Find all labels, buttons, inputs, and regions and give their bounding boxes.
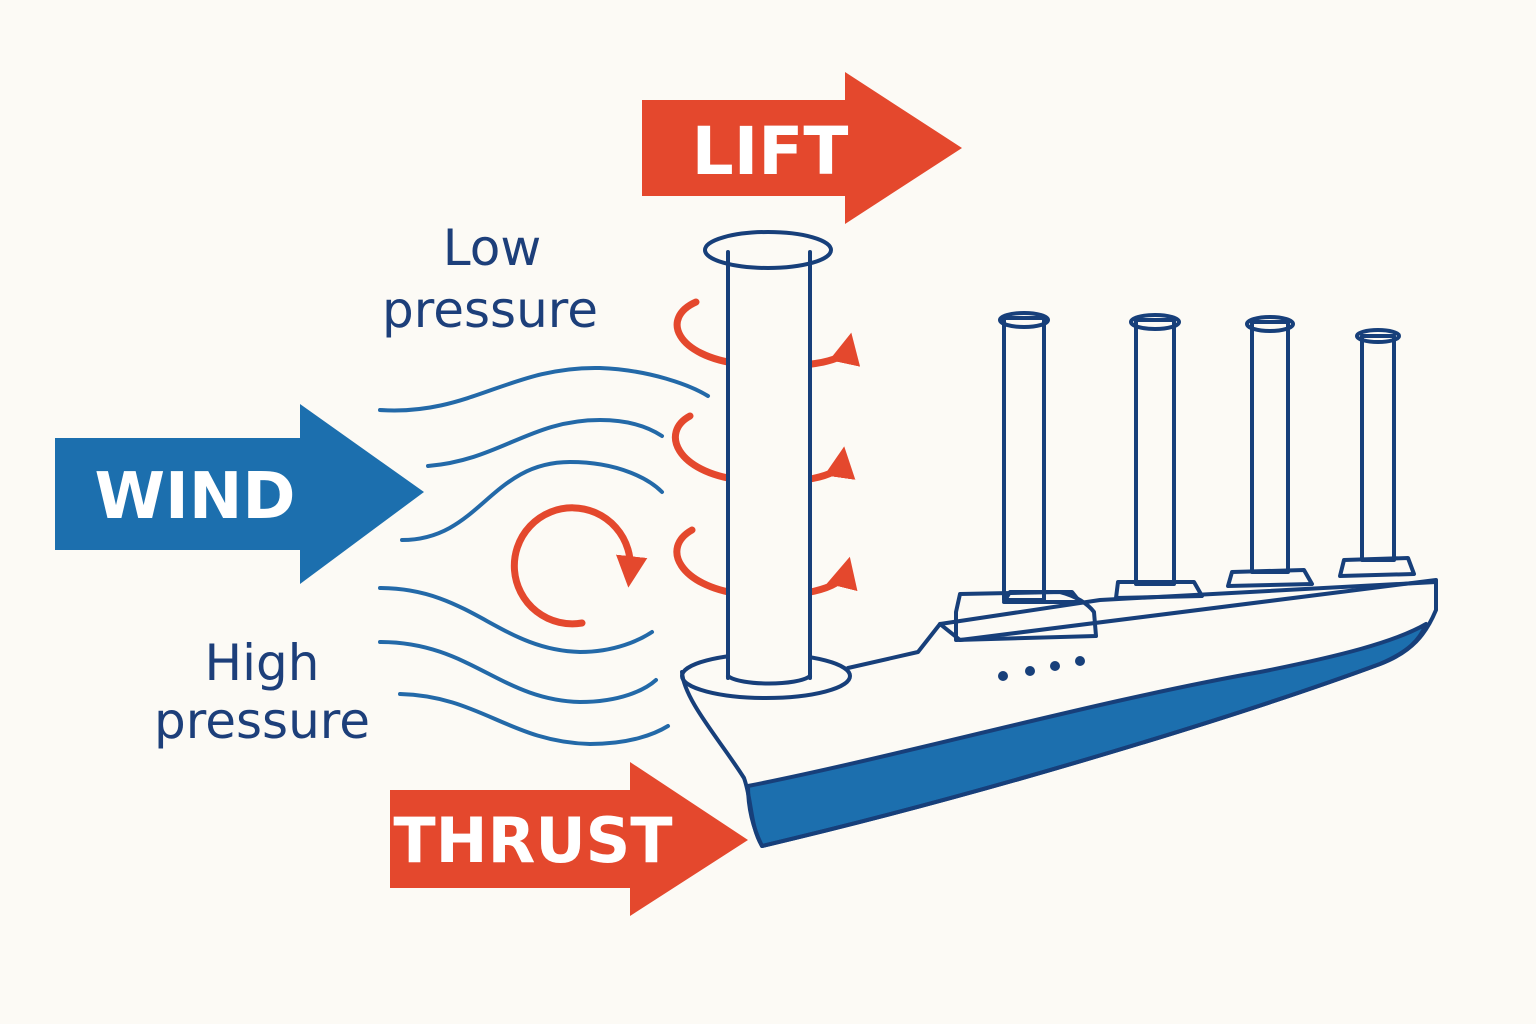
lift-label: LIFT (692, 113, 849, 190)
porthole (998, 671, 1008, 681)
airflow-lines (378, 365, 710, 747)
rotor-sail-small-1 (998, 311, 1082, 604)
hull-bottom (746, 622, 1428, 848)
wind-arrow: WIND (55, 404, 424, 584)
porthole (1075, 656, 1085, 666)
thrust-arrow: THRUST (390, 762, 748, 916)
streamline (378, 640, 658, 705)
main-rotor-cylinder (680, 230, 852, 700)
low-pressure-line1: Low (443, 219, 541, 277)
high-pressure-line1: High (205, 634, 320, 692)
porthole (1025, 666, 1035, 676)
rotor-sail-small-2 (1114, 313, 1204, 600)
deck-line (938, 580, 1438, 626)
low-pressure-label: Low pressure (382, 219, 598, 339)
streamline (400, 459, 664, 542)
streamline (426, 417, 664, 468)
thrust-label: THRUST (393, 804, 672, 877)
hull-outline (680, 578, 1438, 848)
low-pressure-line2: pressure (382, 281, 598, 339)
porthole (1050, 661, 1060, 671)
ship (680, 578, 1438, 848)
rotor-sail-small-3 (1226, 315, 1314, 588)
circular-rotation-arrow (510, 504, 648, 628)
high-pressure-label: High pressure (154, 634, 370, 750)
wind-label: WIND (94, 460, 295, 534)
lift-arrow: LIFT (642, 72, 962, 224)
streamline (378, 365, 710, 413)
high-pressure-line2: pressure (154, 692, 370, 750)
streamline (398, 692, 670, 747)
streamline (378, 586, 654, 655)
rotor-sail-small-4 (1338, 328, 1416, 578)
